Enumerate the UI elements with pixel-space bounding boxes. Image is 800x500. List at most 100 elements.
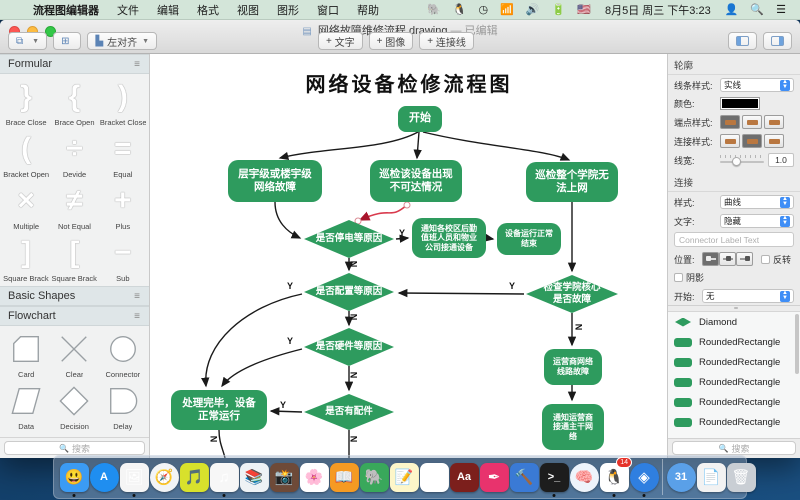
edge-config-done[interactable] xyxy=(201,293,303,388)
connector-label-input[interactable]: Connector Label Text xyxy=(674,232,794,247)
palette-shape-sub[interactable]: −Sub xyxy=(99,232,147,284)
endpoint-style-option-2[interactable] xyxy=(742,115,762,129)
wifi-icon[interactable]: 📶 xyxy=(500,4,514,16)
spotlight-search-icon[interactable]: 🔍 xyxy=(750,4,765,16)
drawing-canvas[interactable]: 网络设备检修流程图 xyxy=(150,54,668,458)
edge-start-building[interactable] xyxy=(278,131,419,161)
palette-shape-plus[interactable]: +Plus xyxy=(99,180,147,232)
section-header-flowchart[interactable]: Flowchart≡ xyxy=(0,306,149,326)
section-menu-icon[interactable]: ≡ xyxy=(134,58,141,70)
volume-icon[interactable]: 🔊 xyxy=(525,4,540,16)
palette-shape-not-equal[interactable]: ≠Not Equal xyxy=(50,180,98,232)
object-list-item-0[interactable]: Diamond xyxy=(668,312,800,332)
dock-app-mindnode[interactable]: 🧠 xyxy=(569,460,599,494)
shape-search-input[interactable]: 🔍搜索 xyxy=(4,441,145,455)
dock-app-itunes[interactable]: ♫ xyxy=(209,460,239,497)
object-search-input[interactable]: 🔍搜索 xyxy=(672,441,796,455)
clock-icon[interactable]: ◷ xyxy=(478,4,489,16)
edge-power-notify[interactable] xyxy=(395,234,410,243)
dock-app-notes[interactable]: 📝 xyxy=(389,460,419,494)
menu-item-2[interactable]: 编辑 xyxy=(157,4,179,17)
scrollbar[interactable] xyxy=(795,314,799,374)
edge-parts-done[interactable] xyxy=(269,407,303,416)
edge-notify-normal[interactable] xyxy=(484,233,495,242)
node-done[interactable]: 处理完毕，设备 正常运行 xyxy=(171,390,267,430)
palette-shape-card[interactable]: Card xyxy=(2,328,50,380)
notification-center-icon[interactable]: ☰ xyxy=(776,4,786,16)
section-header-formular[interactable]: Formular≡ xyxy=(0,54,149,74)
dock-app-ibooks[interactable]: 📖 xyxy=(329,460,359,494)
palette-shape-equal[interactable]: =Equal xyxy=(99,128,147,180)
join-style-option-2[interactable] xyxy=(742,134,762,148)
menu-item-0[interactable]: 流程图编辑器 xyxy=(33,4,99,17)
palette-shape-decision[interactable]: Decision xyxy=(50,380,98,432)
add-connector-button[interactable]: + 连接线 xyxy=(419,32,474,50)
edge-start-college[interactable] xyxy=(422,131,571,161)
section-header-basic-shapes[interactable]: Basic Shapes≡ xyxy=(0,286,149,306)
dock-app-finder[interactable]: 😃 xyxy=(59,460,89,497)
node-notify_isp[interactable]: 通知运营商 接通主干网 络 xyxy=(542,404,604,450)
dock-app-dictionary[interactable]: Aa xyxy=(449,460,479,494)
palette-shape-multiple[interactable]: ×Multiple xyxy=(2,180,50,232)
menu-clock[interactable]: 8月5日 周三 下午3:23 xyxy=(604,4,711,17)
endpoint-style-option-3[interactable] xyxy=(764,115,784,129)
palette-shape-square-brack-[interactable]: [Square Brack... xyxy=(50,232,98,284)
dock-app-xcode[interactable]: 🔨 xyxy=(509,460,539,494)
object-list-item-4[interactable]: RoundedRectangle xyxy=(668,392,800,412)
add-text-button[interactable]: + 文字 xyxy=(318,32,363,50)
palette-shape-brace-open[interactable]: {Brace Open xyxy=(50,76,98,128)
dock-app-photos[interactable]: 🌸 xyxy=(299,460,329,494)
label-position-middle[interactable] xyxy=(719,252,736,266)
line-width-value[interactable]: 1.0 xyxy=(768,153,794,167)
menu-item-4[interactable]: 视图 xyxy=(237,4,259,17)
menu-item-3[interactable]: 格式 xyxy=(197,4,219,17)
layers-button[interactable]: ⧉▼ xyxy=(8,32,48,50)
object-list-item-3[interactable]: RoundedRectangle xyxy=(668,372,800,392)
input-language-flag-icon[interactable]: 🇺🇸 xyxy=(577,4,591,16)
palette-shape-data[interactable]: Data xyxy=(2,380,50,432)
dock-app-trash[interactable]: 🗑 xyxy=(726,460,756,494)
zoom-button[interactable] xyxy=(45,26,56,37)
palette-shape-square-brack-[interactable]: ]Square Brack... xyxy=(2,232,50,284)
menu-item-5[interactable]: 图形 xyxy=(277,4,299,17)
palette-shape-bracket-open[interactable]: (Bracket Open xyxy=(2,128,50,180)
dock-app-qq[interactable]: 🐧14 xyxy=(599,457,632,497)
endpoint-style-option-1[interactable] xyxy=(720,115,740,129)
object-list-item-5[interactable]: RoundedRectangle xyxy=(668,412,800,432)
object-list-item-2[interactable]: RoundedRectangle xyxy=(668,352,800,372)
selected-connector[interactable] xyxy=(354,201,411,225)
join-style-option-1[interactable] xyxy=(720,134,740,148)
add-image-button[interactable]: + 图像 xyxy=(368,32,414,50)
label-position-end[interactable] xyxy=(736,252,753,266)
edge-done-down[interactable] xyxy=(218,429,226,458)
toggle-left-panel-button[interactable] xyxy=(728,32,757,50)
palette-shape-brace-close[interactable]: }Brace Close xyxy=(2,76,50,128)
dock-app-safari[interactable]: 🧭 xyxy=(149,460,179,494)
menu-item-1[interactable]: 文件 xyxy=(117,4,139,17)
section-menu-icon[interactable]: ≡ xyxy=(134,290,141,302)
dock-app-flowchart-editor[interactable]: ◈ xyxy=(629,460,659,497)
node-building[interactable]: 层宇级或楼宇级 网络故障 xyxy=(228,160,322,202)
qq-status-icon[interactable]: 🐧 xyxy=(452,4,467,16)
dock-app-newsstand[interactable]: 📚 xyxy=(239,460,269,494)
dock-app-terminal[interactable]: >_ xyxy=(539,460,569,497)
palette-shape-clear[interactable]: Clear xyxy=(50,328,98,380)
dock-app-evernote[interactable]: 🐘 xyxy=(359,460,389,494)
node-college[interactable]: 巡检整个学院无 法上网 xyxy=(526,162,618,202)
user-icon[interactable]: 👤 xyxy=(724,4,739,16)
menu-item-6[interactable]: 窗口 xyxy=(317,4,339,17)
node-isp[interactable]: 运营商网络 线路故障 xyxy=(544,349,602,385)
node-inspect[interactable]: 巡检该设备出现 不可达情况 xyxy=(370,160,462,202)
edge-hardware-done[interactable] xyxy=(221,348,303,388)
edge-start-inspect[interactable] xyxy=(413,131,422,160)
slider-thumb[interactable] xyxy=(732,157,741,166)
connector-style-dropdown[interactable]: 曲线▲▼ xyxy=(720,195,794,209)
shadow-checkbox[interactable] xyxy=(674,273,683,282)
node-normal[interactable]: 设备运行正常 结束 xyxy=(497,223,561,255)
node-notify[interactable]: 通知各校区后勤 值班人员和物业 公司接通设备 xyxy=(412,218,486,258)
dock-app-calendar-folder[interactable]: 31 xyxy=(666,460,696,494)
dock-app-photo-booth[interactable]: 📸 xyxy=(269,460,299,494)
dock-app-app-store[interactable]: A xyxy=(89,460,119,494)
align-button[interactable]: ▙左对齐▼ xyxy=(87,32,158,50)
palette-shape-connector[interactable]: Connector xyxy=(99,328,147,380)
